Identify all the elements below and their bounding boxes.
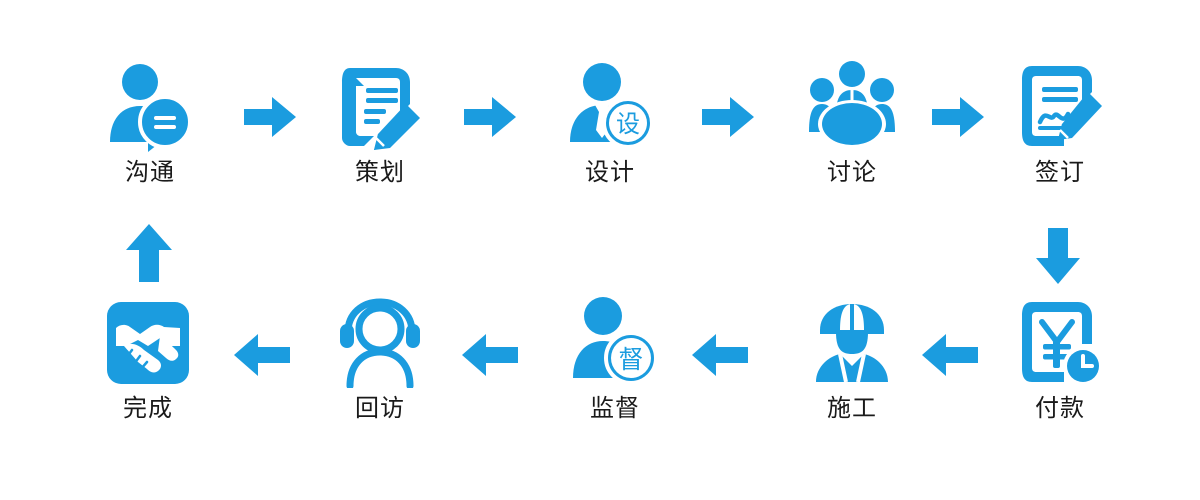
person-badge-icon: 督 <box>567 294 663 390</box>
headset-person-icon <box>332 294 428 390</box>
arrow-right-icon <box>930 94 986 140</box>
arrow-left-icon <box>460 330 520 380</box>
arrow-left-icon <box>232 330 292 380</box>
step-label: 回访 <box>355 395 405 422</box>
flow-step-supervision[interactable]: 督 监督 <box>545 294 685 422</box>
contract-signature-icon <box>1012 58 1108 154</box>
arrow-right-icon <box>462 94 518 140</box>
badge-text: 设 <box>616 111 640 138</box>
step-label: 监督 <box>590 395 640 422</box>
arrow-left-icon <box>690 330 750 380</box>
arrow-right-icon <box>242 94 298 140</box>
arrow-down-icon <box>1032 226 1084 286</box>
flow-step-design[interactable]: 设 设计 <box>540 58 680 186</box>
flow-step-communication[interactable]: 沟通 <box>80 58 220 186</box>
arrow-left-icon <box>920 330 980 380</box>
step-label: 策划 <box>355 159 405 186</box>
yen-invoice-clock-icon <box>1012 294 1108 390</box>
construction-worker-icon <box>804 294 900 390</box>
arrow-up-icon <box>122 222 176 284</box>
flow-step-followup[interactable]: 回访 <box>310 294 450 422</box>
step-label: 设计 <box>585 159 635 186</box>
handshake-icon <box>100 294 196 390</box>
flow-step-signing[interactable]: 签订 <box>990 58 1130 186</box>
step-label: 施工 <box>827 395 877 422</box>
step-label: 完成 <box>123 395 173 422</box>
step-label: 讨论 <box>827 159 877 186</box>
step-label: 付款 <box>1035 395 1085 422</box>
person-chat-icon <box>102 58 198 154</box>
badge-text: 督 <box>618 346 643 374</box>
step-label: 沟通 <box>125 159 175 186</box>
flow-step-construction[interactable]: 施工 <box>782 294 922 422</box>
arrow-right-icon <box>700 94 756 140</box>
document-pencil-icon <box>332 58 428 154</box>
step-label: 签订 <box>1035 159 1085 186</box>
group-meeting-icon <box>804 58 900 154</box>
flow-step-payment[interactable]: 付款 <box>990 294 1130 422</box>
person-tie-badge-icon: 设 <box>562 58 658 154</box>
flow-step-planning[interactable]: 策划 <box>310 58 450 186</box>
flow-step-discussion[interactable]: 讨论 <box>782 58 922 186</box>
flow-step-complete[interactable]: 完成 <box>78 294 218 422</box>
